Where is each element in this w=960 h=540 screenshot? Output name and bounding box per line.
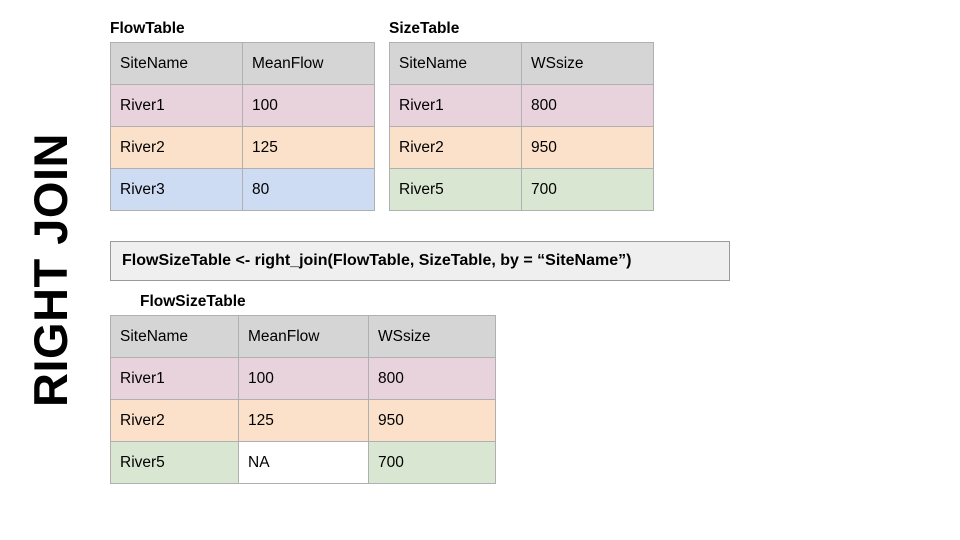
cell-wssize: 950 [368,399,496,442]
cell-sitename: River5 [389,168,522,211]
cell-wssize: 700 [521,168,654,211]
column-header-wssize: WSsize [368,315,496,358]
result-table: SiteName MeanFlow WSsize River1 100 800 … [110,315,496,484]
code-snippet-box: FlowSizeTable <- right_join(FlowTable, S… [110,241,730,281]
cell-meanflow: 125 [238,399,369,442]
table-row: River5 NA 700 [110,441,496,484]
cell-sitename: River3 [110,168,243,211]
table-row: River2 125 950 [110,399,496,442]
cell-wssize: 700 [368,441,496,484]
column-header-meanflow: MeanFlow [238,315,369,358]
flow-table-title: FlowTable [110,20,185,37]
cell-sitename: River1 [110,84,243,127]
cell-sitename: River2 [110,126,243,169]
table-row: River3 80 [110,168,375,211]
cell-sitename: River2 [110,399,239,442]
code-snippet-text: FlowSizeTable <- right_join(FlowTable, S… [122,252,632,269]
cell-meanflow: 80 [242,168,375,211]
column-header-sitename: SiteName [110,315,239,358]
cell-wssize: 800 [521,84,654,127]
join-type-text: RIGHT JOIN [23,133,77,407]
cell-sitename: River2 [389,126,522,169]
join-type-label: RIGHT JOIN [0,0,100,540]
table-header-row: SiteName MeanFlow WSsize [110,315,496,358]
cell-wssize: 800 [368,357,496,400]
column-header-wssize: WSsize [521,42,654,85]
table-row: River2 125 [110,126,375,169]
size-table-block: SizeTable SiteName WSsize River1 800 Riv… [389,20,654,211]
table-row: River2 950 [389,126,654,169]
result-table-block: FlowSizeTable SiteName MeanFlow WSsize R… [110,293,496,484]
table-row: River1 800 [389,84,654,127]
cell-meanflow: 125 [242,126,375,169]
table-header-row: SiteName WSsize [389,42,654,85]
cell-sitename: River1 [389,84,522,127]
table-header-row: SiteName MeanFlow [110,42,375,85]
table-row: River5 700 [389,168,654,211]
column-header-meanflow: MeanFlow [242,42,375,85]
result-table-title: FlowSizeTable [140,293,246,310]
cell-sitename: River1 [110,357,239,400]
flow-table: SiteName MeanFlow River1 100 River2 125 … [110,42,375,211]
size-table-title: SizeTable [389,20,460,37]
column-header-sitename: SiteName [389,42,522,85]
flow-table-block: FlowTable SiteName MeanFlow River1 100 R… [110,20,375,211]
column-header-sitename: SiteName [110,42,243,85]
table-row: River1 100 [110,84,375,127]
cell-wssize: 950 [521,126,654,169]
cell-meanflow: 100 [242,84,375,127]
cell-meanflow-na: NA [238,441,369,484]
cell-meanflow: 100 [238,357,369,400]
cell-sitename: River5 [110,441,239,484]
size-table: SiteName WSsize River1 800 River2 950 Ri… [389,42,654,211]
table-row: River1 100 800 [110,357,496,400]
